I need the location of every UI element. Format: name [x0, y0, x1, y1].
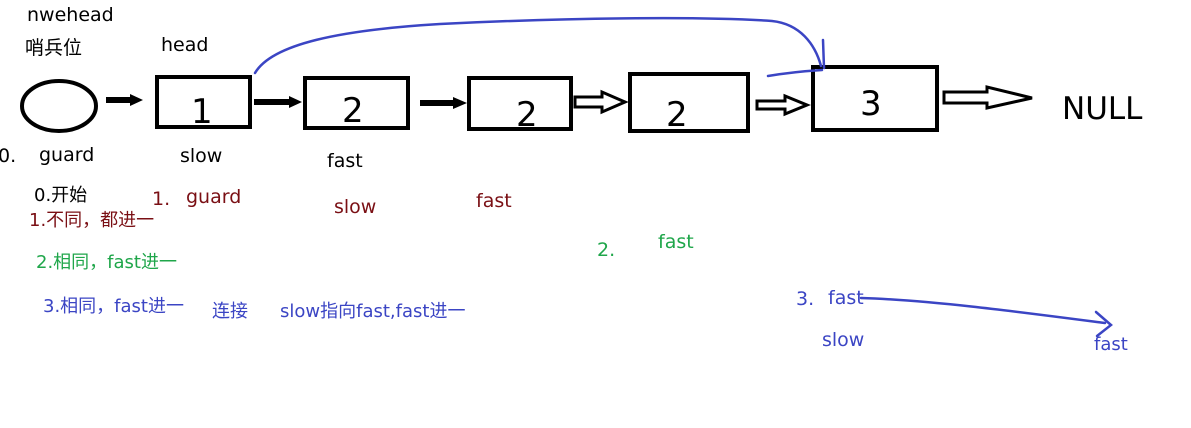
step1-text: 1.不同，都进一: [29, 210, 154, 231]
label-zero-start: 0.开始: [34, 185, 87, 206]
arrow-node1-to-node2: [254, 96, 302, 108]
arrow-guard-to-node1: [106, 94, 143, 106]
step1-slow: slow: [334, 196, 376, 218]
step3-text: 3.相同，fast进一: [43, 296, 184, 317]
step3-slow: slow: [822, 329, 864, 351]
node-box-3: [467, 76, 573, 131]
step2-num: 2.: [597, 239, 615, 261]
arrow-node4-to-node5: [755, 93, 811, 117]
label-sentinel: 哨兵位: [25, 37, 82, 59]
node-value-5: 3: [860, 84, 882, 124]
label-node1-slow: slow: [180, 145, 222, 167]
sentinel-node: [20, 79, 98, 133]
node-box-4: [628, 72, 750, 133]
step3-connect: 连接: [212, 301, 248, 322]
node-value-1: 1: [191, 92, 213, 132]
step2-text: 2.相同，fast进一: [36, 252, 177, 273]
node-value-4: 2: [666, 95, 688, 135]
step1-num: 1.: [152, 188, 170, 210]
arrow-node3-to-node4: [573, 89, 629, 115]
step3-fast: fast: [828, 287, 864, 309]
arrow-node5-to-null: [942, 85, 1033, 110]
node-box-1: [155, 75, 252, 129]
step3-num: 3.: [796, 288, 814, 310]
step3-desc: slow指向fast,fast进一: [280, 301, 465, 322]
label-zero-left: 0.: [0, 145, 16, 167]
label-node2-fast: fast: [327, 150, 363, 172]
label-guard: guard: [39, 144, 94, 166]
arrow-node2-to-node3: [420, 97, 467, 109]
label-head: head: [161, 34, 208, 56]
step2-fast: fast: [658, 231, 694, 253]
node-box-2: [303, 76, 410, 130]
label-null: NULL: [1062, 91, 1143, 127]
step1-guard: guard: [186, 186, 241, 208]
node-value-3: 2: [516, 95, 538, 135]
node-box-5: [811, 65, 939, 132]
blue-fast-arrow: [859, 296, 1113, 338]
label-nwehead: nwehead: [27, 4, 114, 26]
step3-fast-next: fast: [1094, 334, 1128, 355]
blue-link-curve: [253, 16, 826, 78]
node-value-2: 2: [342, 91, 364, 131]
step1-fast: fast: [476, 190, 512, 212]
